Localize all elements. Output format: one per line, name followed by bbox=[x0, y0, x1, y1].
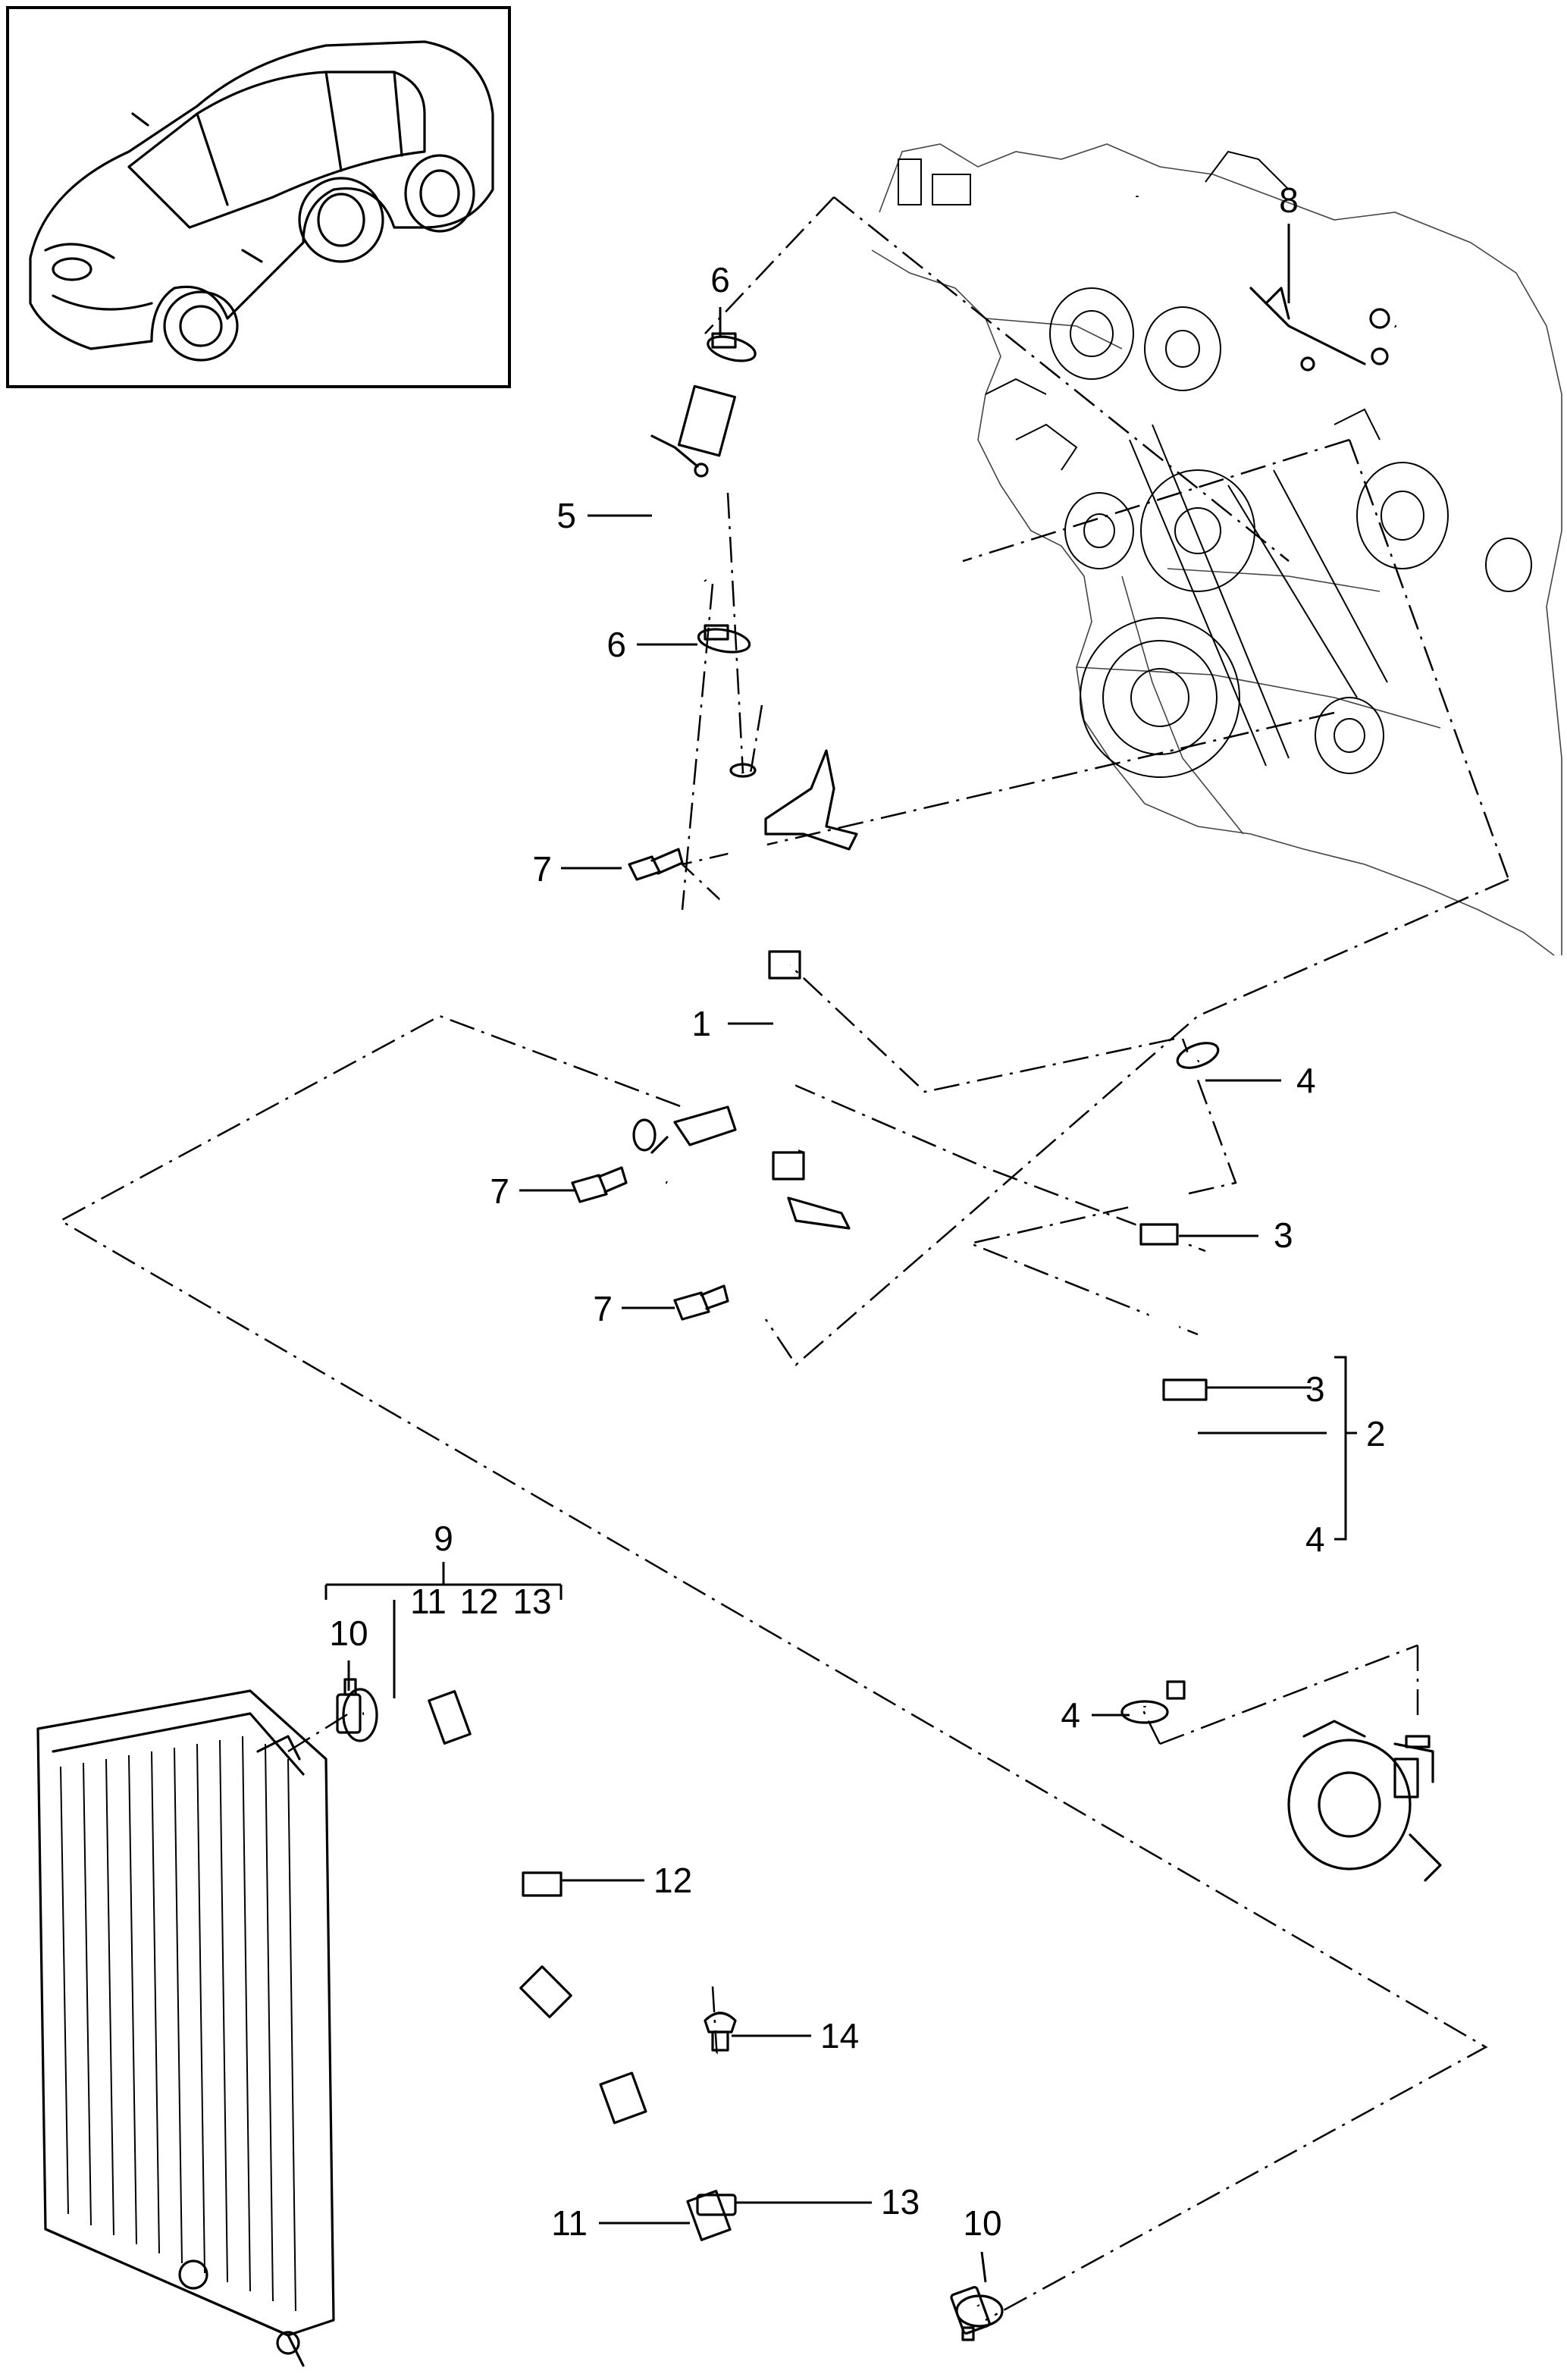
callout-labels: 1 2 3 3 3 4 4 4 5 6 6 7 7 7 8 9 10 10 11… bbox=[329, 180, 1385, 2243]
hose-part-8 bbox=[1130, 196, 1399, 372]
callout-7-upper: 7 bbox=[532, 849, 552, 889]
callout-9: 9 bbox=[434, 1519, 453, 1558]
clamp-part-6-lower bbox=[697, 624, 751, 654]
hose-part-9 bbox=[342, 1688, 1004, 2328]
clamp-part-6-upper bbox=[707, 332, 757, 362]
callout-8: 8 bbox=[1279, 180, 1299, 220]
leader-lines bbox=[324, 224, 1357, 2283]
callout-13-header: 13 bbox=[512, 1582, 551, 1621]
callout-1: 1 bbox=[691, 1004, 711, 1043]
bleed-screw-part-14 bbox=[704, 2012, 737, 2052]
callout-4-upper: 4 bbox=[1296, 1061, 1316, 1100]
pipe-part-1 bbox=[632, 749, 858, 1238]
callout-4-lower: 4 bbox=[1061, 1695, 1080, 1735]
callout-10-right: 10 bbox=[963, 2203, 1001, 2243]
bolt-part-7-lower bbox=[673, 1284, 729, 1321]
radiator bbox=[36, 1689, 335, 2367]
bolt-part-7-middle bbox=[571, 1166, 628, 1203]
callout-3-upper: 3 bbox=[1274, 1215, 1293, 1255]
callout-7-lower: 7 bbox=[593, 1289, 613, 1328]
engine-block bbox=[871, 143, 1562, 956]
clamp-part-10-left bbox=[336, 1678, 362, 1734]
callout-2: 2 bbox=[1366, 1414, 1386, 1453]
car-outline bbox=[29, 40, 494, 362]
callout-5: 5 bbox=[556, 496, 576, 535]
callout-7-middle: 7 bbox=[490, 1171, 509, 1211]
callout-6-upper: 6 bbox=[710, 260, 730, 299]
callout-11-header: 11 bbox=[410, 1582, 447, 1621]
vehicle-thumbnail bbox=[6, 6, 511, 388]
dashdot-lines bbox=[58, 196, 1510, 2322]
callout-4-bracket: 4 bbox=[1305, 1519, 1325, 1559]
callout-13-lower: 13 bbox=[881, 2182, 920, 2222]
water-pump bbox=[1287, 1720, 1442, 1882]
clamp-part-13 bbox=[696, 2193, 737, 2216]
hose-part-5 bbox=[650, 384, 736, 588]
callout-12-header: 12 bbox=[459, 1582, 498, 1621]
bolt-part-7-upper bbox=[628, 848, 684, 881]
callout-6-lower: 6 bbox=[606, 625, 626, 664]
callout-14: 14 bbox=[820, 2016, 859, 2055]
callout-12-lower: 12 bbox=[653, 1861, 692, 1900]
hose-part-2 bbox=[1120, 1042, 1221, 1724]
callout-11-lower: 11 bbox=[551, 2203, 588, 2243]
callout-3-middle: 3 bbox=[1305, 1369, 1325, 1409]
clamp-part-10-right bbox=[950, 2285, 991, 2341]
callout-10-header: 10 bbox=[329, 1613, 368, 1653]
